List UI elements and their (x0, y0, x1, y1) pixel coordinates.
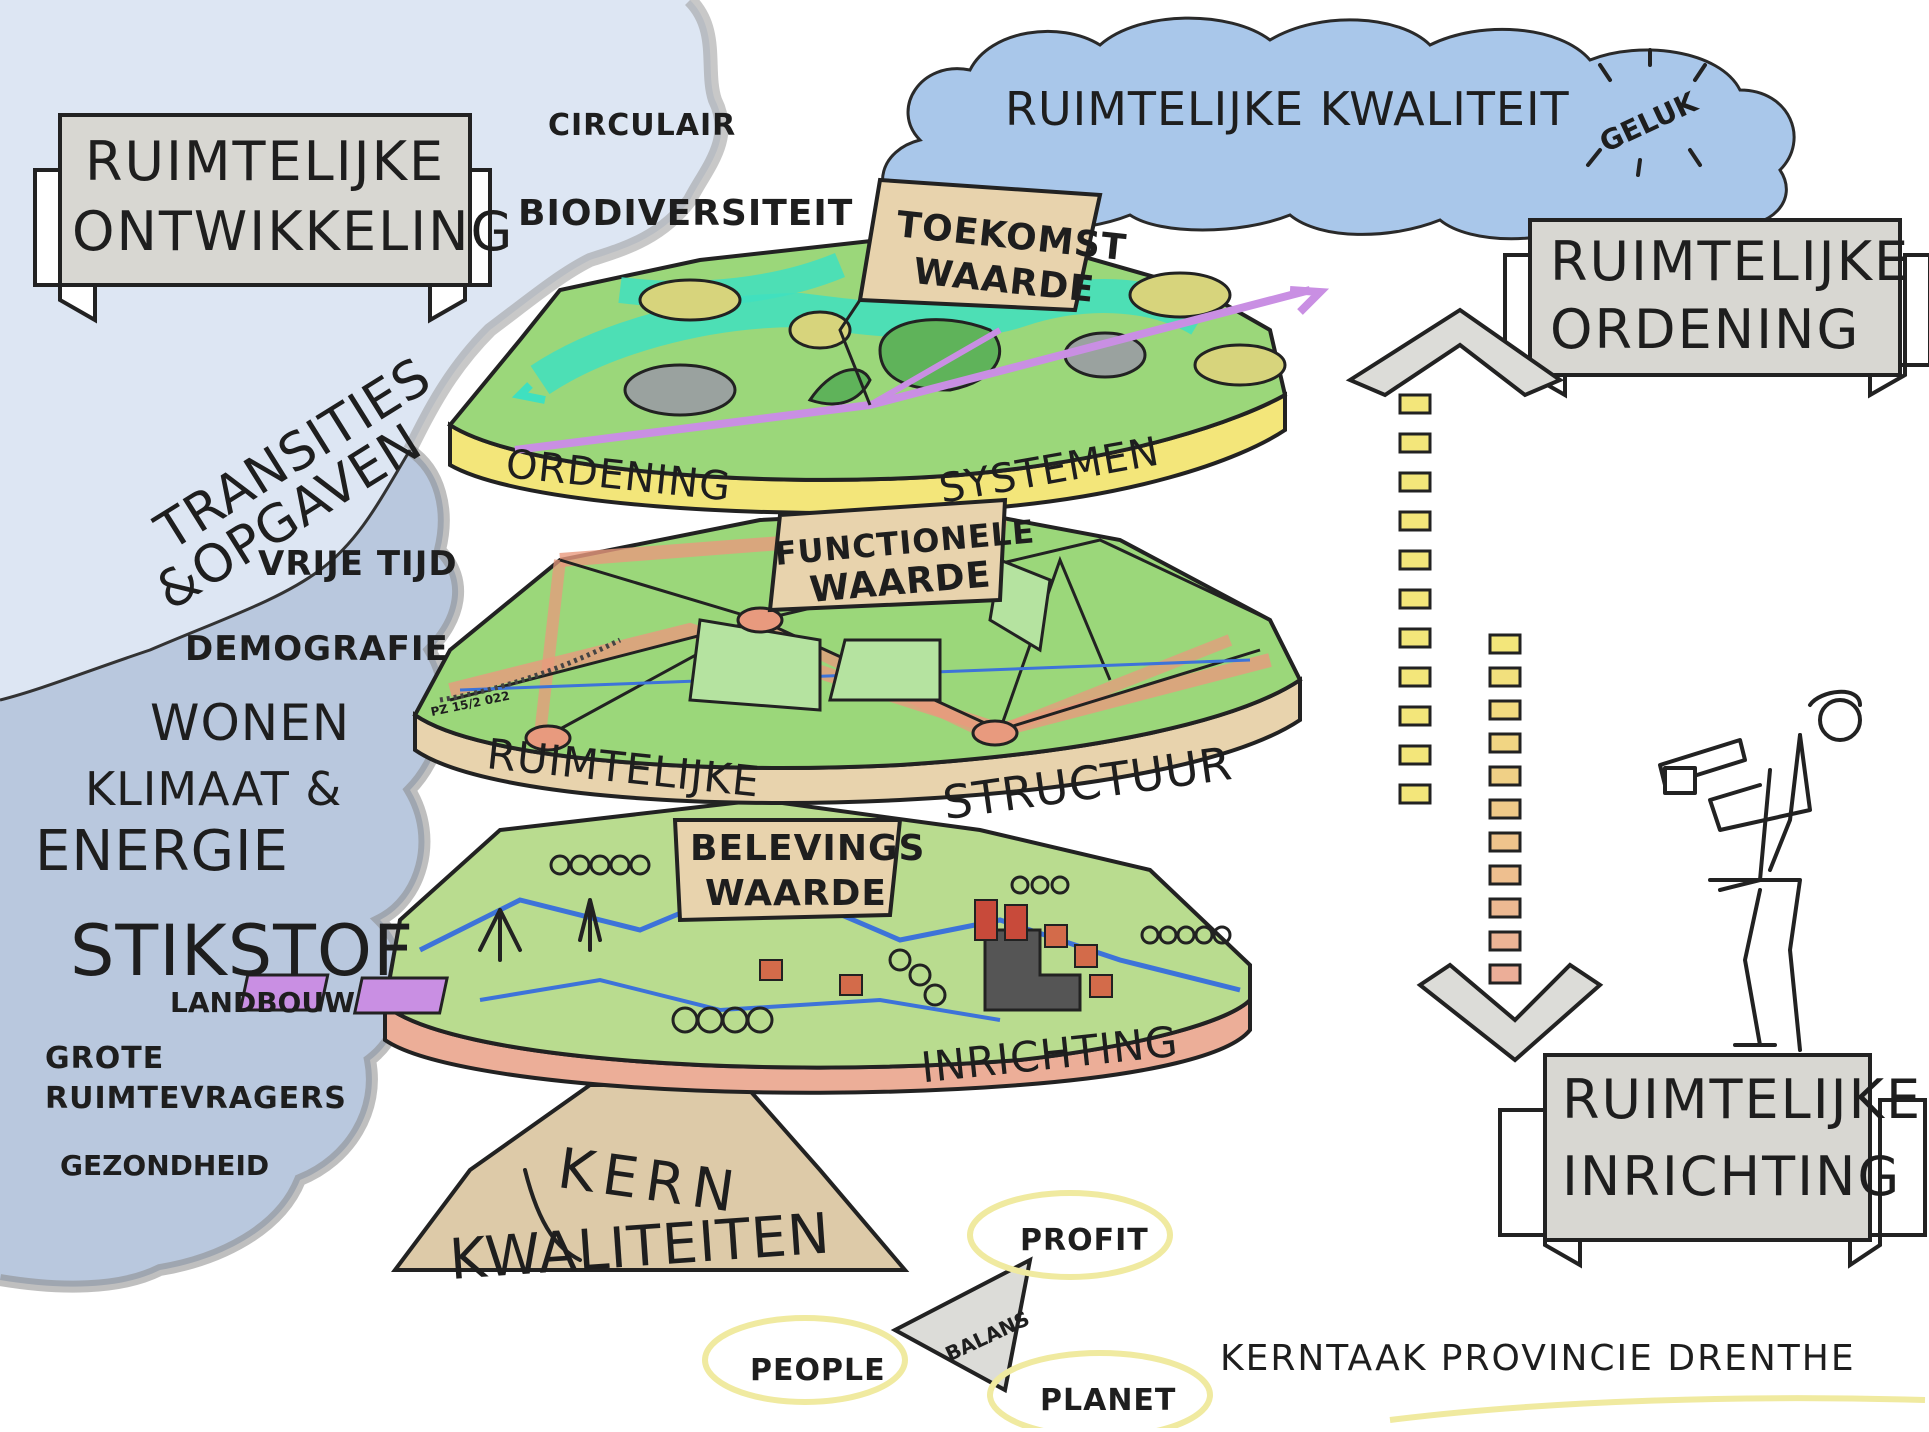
topic-grote-1: GROTE (45, 1041, 164, 1076)
balance-planet: PLANET (1040, 1383, 1176, 1418)
topic-vrije-tijd: VRIJE TIJD (258, 544, 458, 584)
down-arrow-dash (1488, 897, 1522, 919)
down-arrow-dash (1488, 864, 1522, 886)
down-arrow-dash (1488, 930, 1522, 952)
up-chevron (1345, 307, 1565, 398)
person-with-binoculars (1658, 689, 1862, 1057)
topic-circulair: CIRCULAIR (548, 108, 736, 143)
down-arrow-dash (1488, 732, 1522, 754)
footer-underline (1389, 1395, 1926, 1423)
balance-people: PEOPLE (750, 1353, 886, 1388)
down-arrow-dash (1488, 798, 1522, 820)
balance-triangle (702, 1190, 1213, 1432)
up-arrow-dash (1398, 705, 1432, 727)
up-arrow-dash (1398, 510, 1432, 532)
value-belevings-line1: BELEVINGS (690, 828, 925, 869)
topic-klimaat-1: KLIMAAT & (85, 762, 342, 816)
banner-ontwikkeling-line1: RUIMTELIJKE (85, 130, 445, 193)
up-arrow-dash (1398, 783, 1432, 805)
up-arrow-dash (1398, 588, 1432, 610)
left-cloud-dark (0, 445, 465, 1293)
banner-ontwikkeling-line2: ONTWIKKELING (72, 200, 514, 263)
sky-title: RUIMTELIJKE KWALITEIT (1005, 82, 1570, 136)
down-arrow-dash (1488, 963, 1522, 985)
topic-klimaat-2: ENERGIE (35, 819, 289, 884)
value-box-belevings (672, 818, 903, 923)
footer-text: KERNTAAK PROVINCIE DRENTHE (1220, 1338, 1856, 1379)
down-arrow-dash (1488, 633, 1522, 655)
up-arrow-dash (1398, 627, 1432, 649)
up-arrow-dash (1398, 549, 1432, 571)
up-arrow-dash (1398, 432, 1432, 454)
topic-wonen: WONEN (150, 694, 350, 752)
down-arrow-dash (1488, 699, 1522, 721)
up-arrow-dash (1398, 393, 1432, 415)
layer-top (447, 237, 1330, 515)
topic-stikstof: STIKSTOF (70, 910, 414, 992)
banner-ontwikkeling (33, 113, 492, 324)
down-dashes (1488, 633, 1522, 985)
topic-landbouw: LANDBOUW (170, 986, 355, 1019)
banner-inrichting (1498, 1053, 1927, 1269)
banner-ordening-line2: ORDENING (1550, 298, 1860, 361)
geluk-sun-rays (1586, 48, 1707, 177)
up-arrow-dash (1398, 744, 1432, 766)
banner-inrichting-line2: INRICHTING (1562, 1145, 1901, 1208)
topic-biodiversiteit: BIODIVERSITEIT (518, 193, 853, 234)
down-arrow-dash (1488, 666, 1522, 688)
topic-demografie: DEMOGRAFIE (185, 629, 449, 669)
up-arrow-dash (1398, 471, 1432, 493)
banner-ordening-line1: RUIMTELIJKE (1550, 230, 1910, 293)
down-arrow-dash (1488, 765, 1522, 787)
value-belevings-line2: WAARDE (705, 873, 887, 914)
up-dashes (1398, 393, 1432, 805)
topic-grote-2: RUIMTEVRAGERS (45, 1081, 347, 1116)
layer-middle (412, 507, 1303, 805)
down-chevron (1416, 962, 1604, 1063)
value-box-toekomst (857, 177, 1103, 313)
value-box-functionele (767, 497, 1008, 613)
down-arrow-dash (1488, 831, 1522, 853)
up-arrow-dash (1398, 666, 1432, 688)
topic-gezondheid: GEZONDHEID (60, 1149, 269, 1182)
balance-profit: PROFIT (1020, 1223, 1149, 1258)
banner-inrichting-line1: RUIMTELIJKE (1562, 1068, 1922, 1131)
